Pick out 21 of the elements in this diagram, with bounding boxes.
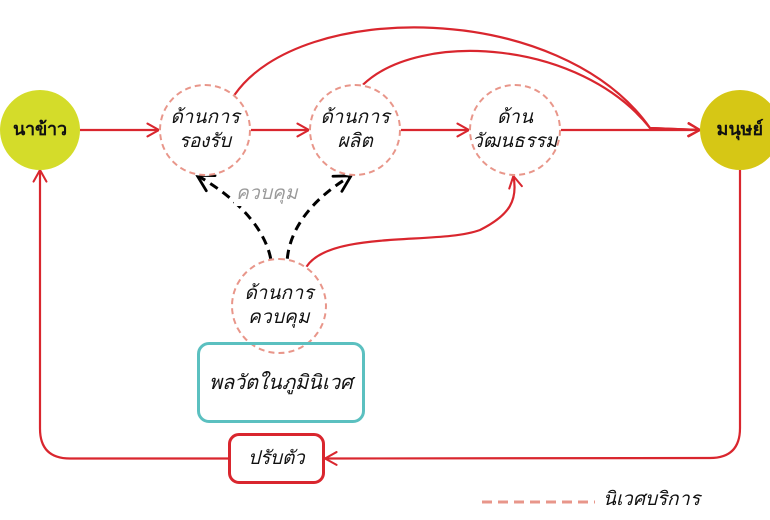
arrow (80, 122, 160, 138)
node-label: ด้านการ ควบคุม (244, 282, 316, 330)
arrow (362, 50, 702, 137)
node-label: ปรับตัว (248, 446, 305, 470)
arrow (196, 174, 272, 260)
arrow (32, 168, 228, 460)
node-label: ด้านการ ผลิต (320, 106, 392, 154)
arrow (251, 122, 310, 138)
node-label: ด้านการ รองรับ (170, 106, 242, 154)
legend-label: นิเวศบริการ (603, 488, 700, 512)
arrow (306, 174, 522, 268)
node-label: มนุษย์ (716, 118, 764, 142)
arrow (286, 174, 352, 259)
service-circle (231, 258, 327, 354)
adapt-box (228, 433, 325, 484)
node-label: ด้าน วัฒนธรรม (471, 106, 559, 154)
dynamics-box (197, 342, 365, 423)
arrow (401, 122, 470, 138)
arrow (324, 170, 742, 466)
node-label: นาข้าว (13, 118, 67, 142)
node-label: พลวัตในภูมินิเวศ (209, 370, 353, 395)
